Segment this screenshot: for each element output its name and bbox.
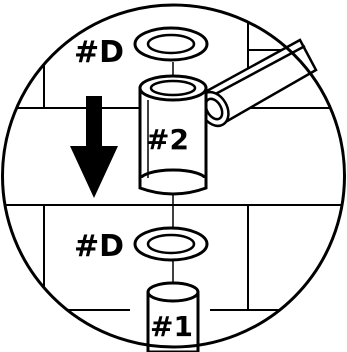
gasket-top	[133, 26, 209, 62]
arrow-down-icon	[70, 96, 118, 198]
gasket-bottom-label: #D	[74, 229, 124, 264]
fitting-label: #2	[146, 123, 189, 156]
pipe-label: #1	[150, 310, 193, 343]
view-frame	[1, 3, 346, 349]
gasket-bottom	[133, 226, 209, 262]
branch-pipe	[198, 38, 318, 128]
tee-fitting	[138, 74, 208, 196]
gasket-top-label: #D	[74, 35, 124, 70]
pipe-stub	[146, 281, 200, 352]
